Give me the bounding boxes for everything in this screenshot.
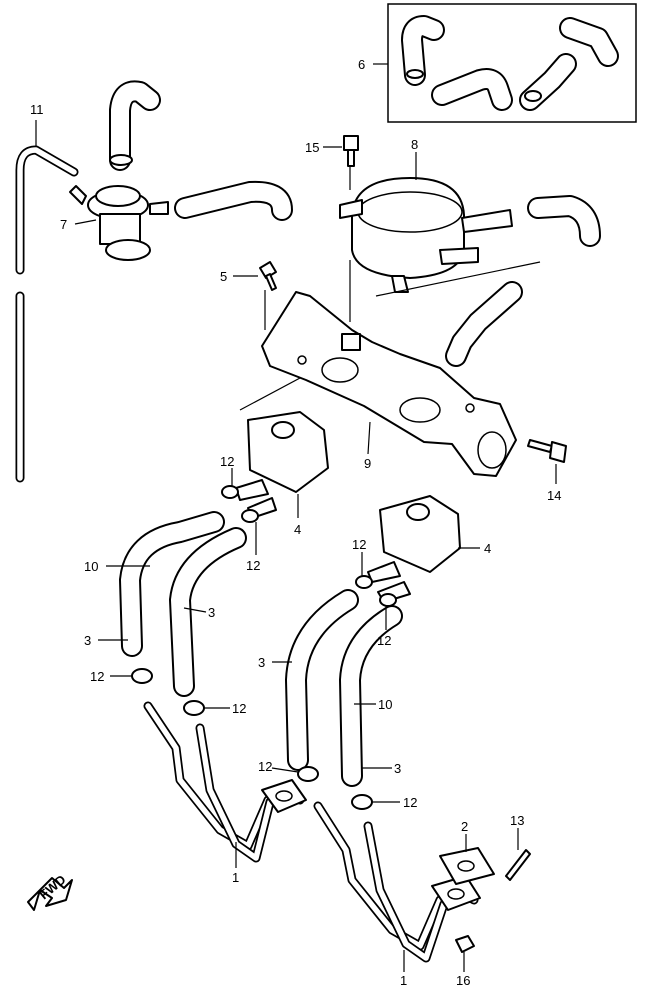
label-6: 6 (358, 57, 365, 72)
long-vent-hose (15, 145, 79, 483)
hose-clamps (131, 485, 397, 810)
label-2: 2 (461, 819, 468, 834)
label-7: 7 (60, 217, 67, 232)
label-12-c: 12 (352, 537, 366, 552)
label-1-b: 1 (400, 973, 407, 988)
bolt-15 (343, 135, 359, 167)
air-pipe-right (313, 801, 481, 963)
label-10-a: 10 (84, 559, 98, 574)
hose-set-inset (387, 3, 637, 123)
label-14: 14 (547, 488, 561, 503)
hose-pair-left (119, 511, 247, 697)
label-12-f: 12 (232, 701, 246, 716)
leader-lines (35, 63, 557, 972)
cover-plate (261, 291, 517, 477)
label-15: 15 (305, 140, 319, 155)
part-labels: 11 7 6 15 8 5 9 14 12 12 4 4 12 12 10 3 … (30, 57, 561, 988)
label-3-b: 3 (84, 633, 91, 648)
nut (455, 935, 475, 953)
reed-valve-lower (367, 495, 461, 603)
hose-pair-right (285, 589, 403, 787)
reed-valve-assembly (69, 80, 293, 261)
air-filter-canister (339, 177, 601, 367)
label-12-e: 12 (90, 669, 104, 684)
air-pipe-left (143, 701, 307, 863)
label-3-c: 3 (258, 655, 265, 670)
label-12-h: 12 (403, 795, 417, 810)
gasket (439, 847, 495, 885)
label-16: 16 (456, 973, 470, 988)
reed-valve-upper (235, 411, 329, 519)
label-10-b: 10 (378, 697, 392, 712)
bolt-14 (527, 439, 567, 463)
label-13: 13 (510, 813, 524, 828)
label-1-a: 1 (232, 870, 239, 885)
label-12-d: 12 (377, 633, 391, 648)
label-12-b: 12 (246, 558, 260, 573)
label-12-g: 12 (258, 759, 272, 774)
stud-bolt (505, 849, 531, 881)
label-8: 8 (411, 137, 418, 152)
label-4-a: 4 (294, 522, 301, 537)
label-4-b: 4 (484, 541, 491, 556)
label-5: 5 (220, 269, 227, 284)
forward-arrow-icon: FWD (27, 872, 73, 911)
bolt-5 (259, 261, 277, 291)
label-3-d: 3 (394, 761, 401, 776)
label-3-a: 3 (208, 605, 215, 620)
label-12-a: 12 (220, 454, 234, 469)
label-11: 11 (30, 102, 44, 117)
label-9: 9 (364, 456, 371, 471)
